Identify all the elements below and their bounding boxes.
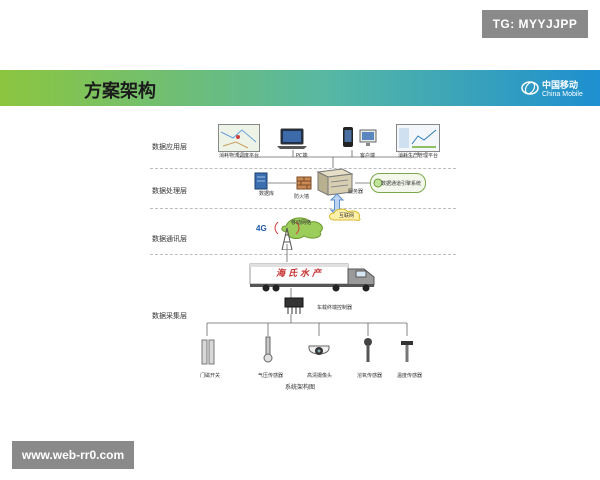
mobile-network-label: 移动网络: [291, 220, 312, 226]
layer-application: 数据应用层: [152, 143, 187, 151]
server-icon: [316, 168, 354, 196]
cell-tower-4g-icon: [274, 217, 323, 250]
network-4g-label: 4G: [256, 224, 267, 233]
app-label-pc: PC端: [296, 153, 308, 159]
phone-and-computer-icon: [343, 127, 377, 147]
proc-label-engine-system: 数据通道引擎系统: [381, 181, 422, 187]
tg-watermark: TG: MYYJJPP: [482, 10, 588, 38]
app-label-client: 客户端: [360, 153, 376, 159]
engine-system-icon: [370, 173, 426, 193]
internet-label: 互联网: [339, 213, 355, 219]
sensor-label-temperature: 温度传感器: [397, 373, 423, 379]
brand-name-en: China Mobile: [542, 91, 583, 98]
proc-label-database: 数据库: [259, 191, 275, 197]
app-label-production: 消耗生产管理平台: [398, 153, 439, 159]
china-mobile-logo: 中国移动 China Mobile: [521, 76, 591, 100]
internet-cloud-icon: [329, 208, 361, 221]
production-platform-icon: [396, 124, 440, 152]
sensor-label-oxygen: 溶氧传感器: [357, 373, 383, 379]
temperature-sensor-icon: [401, 341, 413, 362]
door-sensor-icon: [201, 339, 215, 365]
layer-divider: [150, 168, 456, 169]
pressure-sensor-icon: [263, 336, 273, 363]
hd-camera-icon: [308, 345, 330, 355]
app-label-dispatch: 消耗物流调度平台: [219, 153, 260, 159]
site-watermark: www.web-rr0.com: [12, 441, 134, 469]
figure-caption: 系统架构图: [285, 384, 316, 391]
controller-label: 车载终端控制器: [317, 305, 353, 311]
truck-text: 海氏水产: [276, 269, 325, 279]
dispatch-platform-map-icon: [218, 124, 260, 152]
vehicle-controller-icon: [284, 297, 304, 314]
sensor-label-door: 门磁开关: [200, 373, 221, 379]
layer-processing: 数据处理层: [152, 187, 187, 195]
proc-label-firewall: 防火墙: [294, 194, 310, 200]
sensor-label-pressure: 气压传感器: [258, 373, 284, 379]
page-title: 方案架构: [84, 81, 156, 102]
layer-divider: [150, 254, 456, 255]
layer-collection: 数据采集层: [152, 312, 187, 320]
brand-name-zh: 中国移动: [542, 81, 579, 91]
layer-communication: 数据通讯层: [152, 235, 187, 243]
refrigerated-truck-icon: [249, 263, 375, 292]
firewall-icon: [296, 176, 312, 190]
header-band: [0, 70, 600, 106]
oxygen-sensor-icon: [364, 338, 372, 362]
sensor-label-camera: 高清摄像头: [307, 373, 333, 379]
database-icon: [254, 172, 268, 190]
china-mobile-swirl-icon: [521, 81, 539, 95]
layer-divider: [150, 208, 456, 209]
proc-label-server: 服务器: [348, 189, 364, 195]
laptop-icon: [277, 128, 307, 149]
